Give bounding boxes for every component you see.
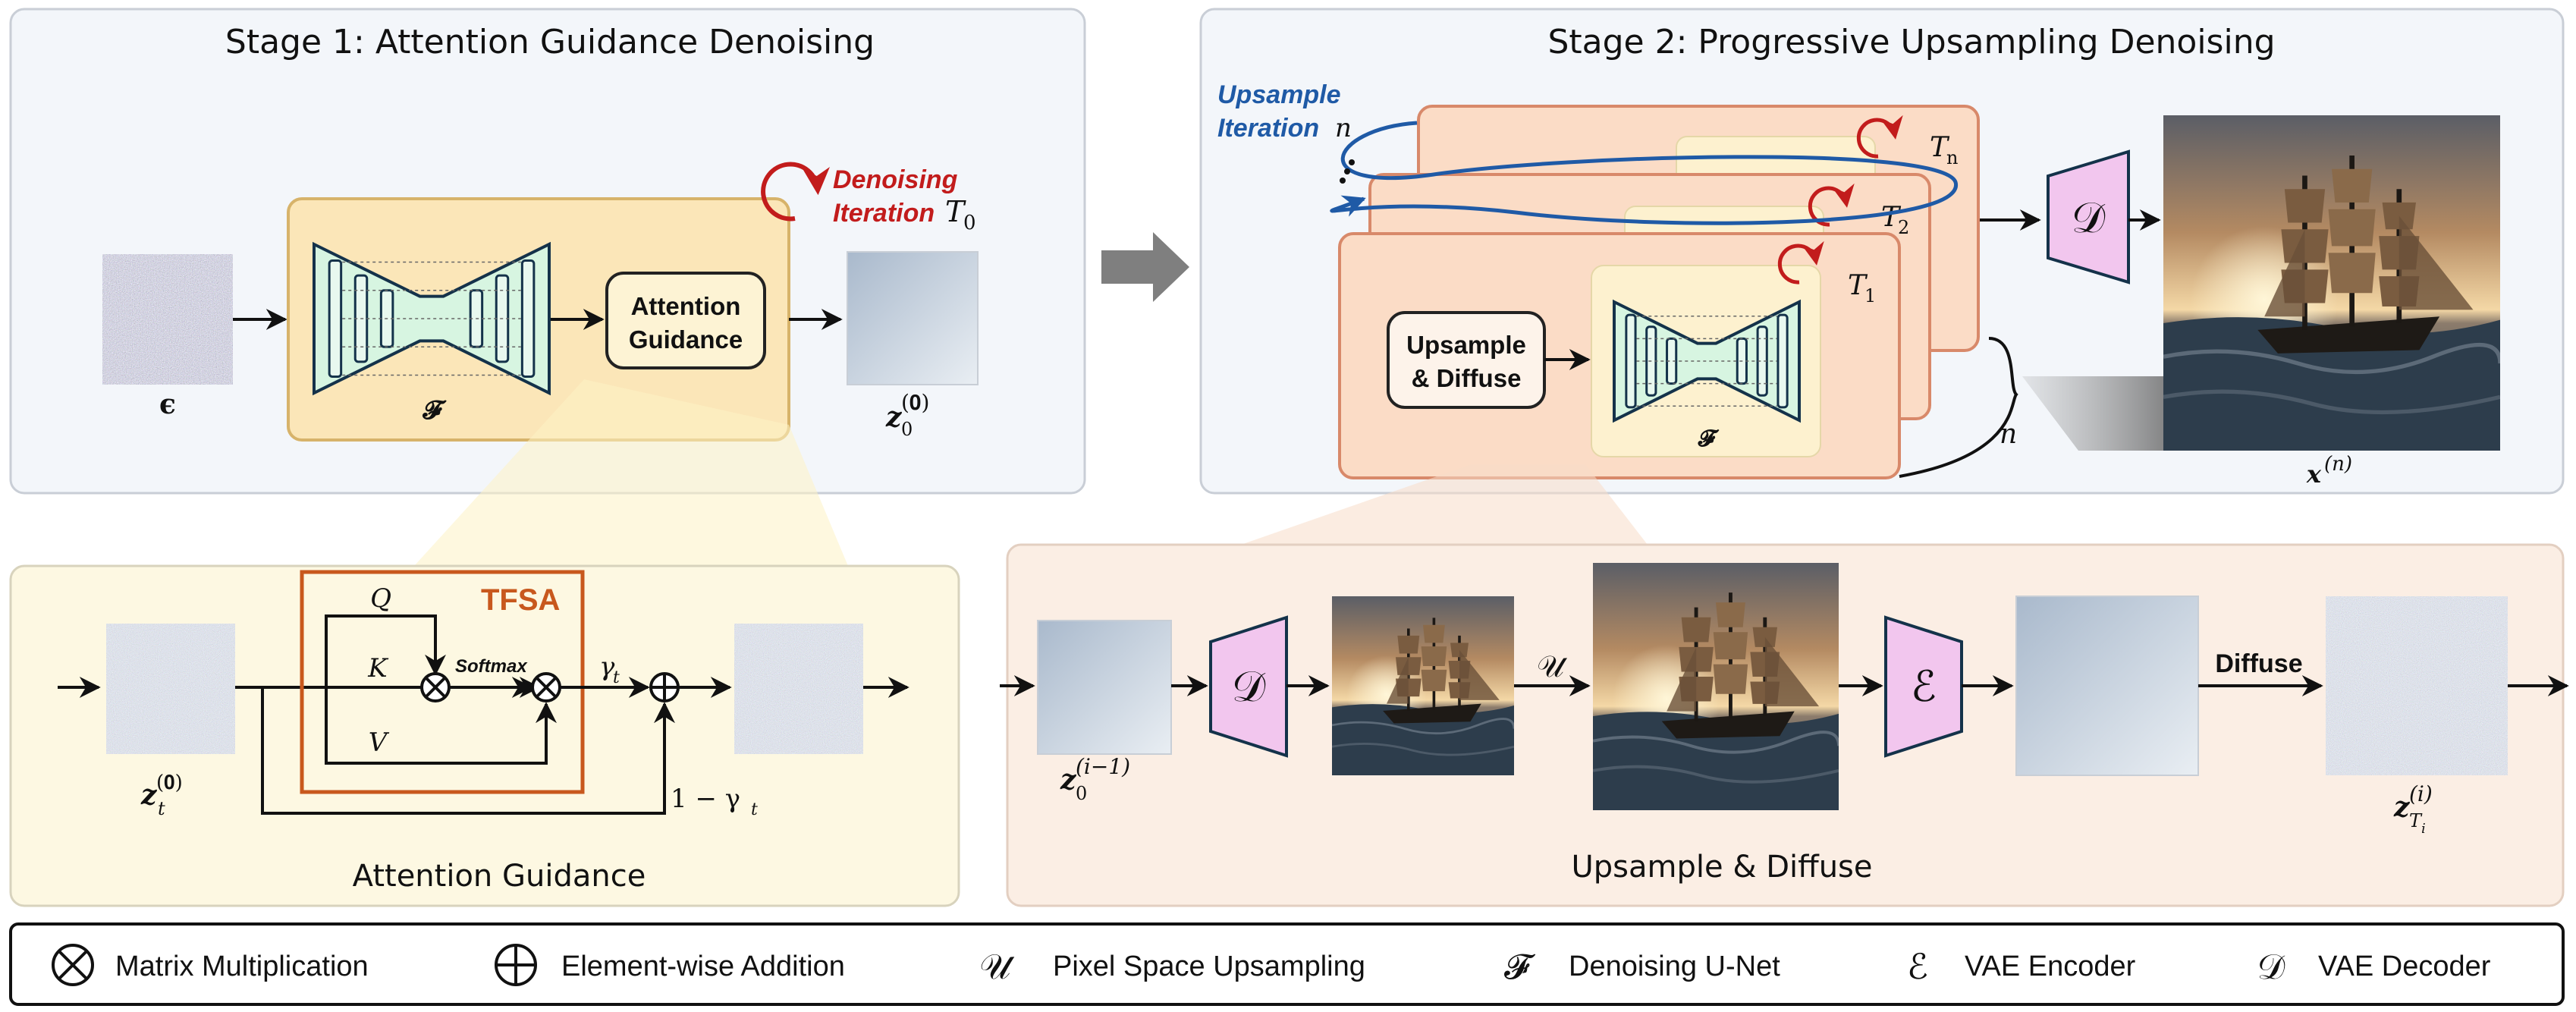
stack-brace bbox=[1899, 337, 2018, 478]
denoising-loop-icon bbox=[761, 162, 830, 222]
tn-sub: n bbox=[1946, 147, 1958, 168]
upsample-caption: Upsample & Diffuse bbox=[1572, 850, 1873, 885]
stage2-decoder-symbol: 𝒟 bbox=[2072, 193, 2106, 243]
legend-label-upsampling: Pixel Space Upsampling bbox=[1053, 951, 1365, 982]
legend-label-matmul: Matrix Multiplication bbox=[115, 951, 369, 982]
add-icon bbox=[649, 672, 680, 702]
upsample-loop-outer bbox=[1330, 121, 1958, 225]
diffused-noise bbox=[2326, 596, 2508, 775]
t2-var: T bbox=[1881, 202, 1902, 233]
gamma-sub: t bbox=[613, 668, 620, 687]
t1-sub: 1 bbox=[1864, 285, 1876, 306]
upsample-label-1: Upsample bbox=[1217, 80, 1341, 109]
upsample-encoder-symbol: ℰ bbox=[1911, 662, 1937, 712]
denoising-var: T bbox=[945, 195, 966, 228]
stage1-latent-output bbox=[847, 251, 979, 385]
zoom-wedge-upsample bbox=[1241, 464, 1648, 545]
attention-guidance-line1: Attention bbox=[631, 292, 741, 320]
upsample-in-sub: 0 bbox=[1076, 783, 1087, 804]
matrix-multiplication-icon bbox=[52, 944, 94, 986]
upsample-out-label: z bbox=[2393, 791, 2411, 823]
legend-label-encoder: VAE Encoder bbox=[1965, 951, 2136, 982]
softmax-label: Softmax bbox=[455, 656, 528, 677]
stage1-unet-icon bbox=[313, 241, 551, 396]
attention-input-sup: (𝟎) bbox=[156, 772, 183, 794]
tfsa-label: TFSA bbox=[481, 583, 560, 617]
stage2-output-label: x bbox=[2306, 460, 2322, 489]
k-label: K bbox=[367, 653, 389, 684]
legend-box bbox=[9, 922, 2565, 1006]
attention-input-noise bbox=[106, 624, 235, 754]
stage1-output-sub: 0 bbox=[901, 419, 913, 440]
stage2-decoder-icon bbox=[2047, 149, 2130, 284]
loop-tn-icon bbox=[1856, 115, 1903, 159]
upsample-label-2: Iteration bbox=[1217, 114, 1319, 143]
matmul-1-icon bbox=[420, 672, 451, 702]
attention-output-noise bbox=[734, 624, 863, 754]
denoising-label-2: Iteration bbox=[833, 199, 935, 228]
matmul-2-icon bbox=[531, 672, 561, 702]
upsample-input-latent bbox=[1037, 620, 1172, 755]
upsample-out-sup: (i) bbox=[2409, 781, 2433, 806]
diffuse-label: Diffuse bbox=[2215, 649, 2302, 678]
upsample-decoder-symbol: 𝒟 bbox=[1232, 662, 1266, 712]
t2-sub: 2 bbox=[1898, 217, 1909, 238]
upsample-var: n bbox=[1335, 113, 1352, 143]
upsample-in-sup: (i−1) bbox=[1076, 754, 1130, 779]
denoising-label-1: Denoising bbox=[833, 165, 958, 194]
output-ship-image bbox=[2163, 115, 2500, 451]
attention-input-sub: t bbox=[158, 798, 165, 819]
gamma-label: γ bbox=[599, 652, 615, 682]
legend-label-add: Element-wise Addition bbox=[561, 951, 845, 982]
attention-guidance-line2: Guidance bbox=[629, 325, 743, 354]
legend-label-decoder: VAE Decoder bbox=[2318, 951, 2491, 982]
encoded-latent bbox=[2015, 596, 2199, 776]
legend-label-unet: Denoising U-Net bbox=[1569, 951, 1780, 982]
element-wise-addition-icon bbox=[495, 944, 537, 986]
ellipsis-dots bbox=[1340, 159, 1355, 184]
upsample-diffuse-line2: & Diffuse bbox=[1412, 364, 1522, 392]
upsample-out-subsub: i bbox=[2421, 821, 2426, 837]
upsample-diffuse-box bbox=[1387, 311, 1546, 409]
upsample-diffuse-line1: Upsample bbox=[1406, 331, 1526, 359]
stage2-unet-icon bbox=[1613, 299, 1801, 423]
stage-transition-arrow bbox=[1101, 232, 1189, 302]
upsample-out-sub: T bbox=[2409, 810, 2423, 831]
one-minus-gamma-label: 1 − γ bbox=[671, 784, 740, 814]
stage2-output-sup: (n) bbox=[2324, 453, 2352, 476]
upsample-in-label: z bbox=[1060, 764, 1077, 796]
v-label: V bbox=[369, 728, 390, 758]
attention-caption: Attention Guidance bbox=[353, 859, 646, 894]
upsample-decoder-icon bbox=[1209, 615, 1288, 758]
large-ship-image bbox=[1593, 563, 1839, 810]
tn-var: T bbox=[1930, 132, 1950, 163]
output-shadow bbox=[2022, 376, 2163, 451]
stage1-title: Stage 1: Attention Guidance Denoising bbox=[225, 23, 875, 61]
q-label: Q bbox=[370, 583, 391, 614]
vae-decoder-icon: 𝒟 bbox=[2257, 946, 2285, 987]
upsample-encoder-icon bbox=[1884, 615, 1963, 758]
small-ship-image bbox=[1332, 596, 1514, 775]
attention-input-label: z bbox=[140, 779, 158, 811]
stack-count: n bbox=[2000, 419, 2017, 450]
vae-encoder-icon: ℰ bbox=[1907, 946, 1928, 987]
stage1-output-label: z bbox=[885, 401, 903, 433]
noise-label: ϵ bbox=[159, 388, 176, 420]
stage2-title: Stage 2: Progressive Upsampling Denoisin… bbox=[1547, 23, 2275, 61]
t1-var: T bbox=[1848, 270, 1868, 301]
loop-t1-icon bbox=[1777, 240, 1824, 284]
upsample-u-symbol: 𝒰 bbox=[1537, 649, 1568, 684]
zoom-wedge-attention bbox=[414, 379, 848, 566]
tfsa-box bbox=[300, 570, 585, 794]
attention-panel bbox=[9, 564, 960, 907]
denoising-var-sub: 0 bbox=[963, 212, 976, 234]
one-minus-gamma-sub: t bbox=[751, 800, 758, 819]
stage1-output-sup: (𝟎) bbox=[901, 390, 929, 415]
noise-input-image bbox=[102, 254, 233, 385]
pixel-upsampling-icon: 𝒰 bbox=[979, 946, 1015, 987]
attention-guidance-box bbox=[605, 272, 766, 369]
